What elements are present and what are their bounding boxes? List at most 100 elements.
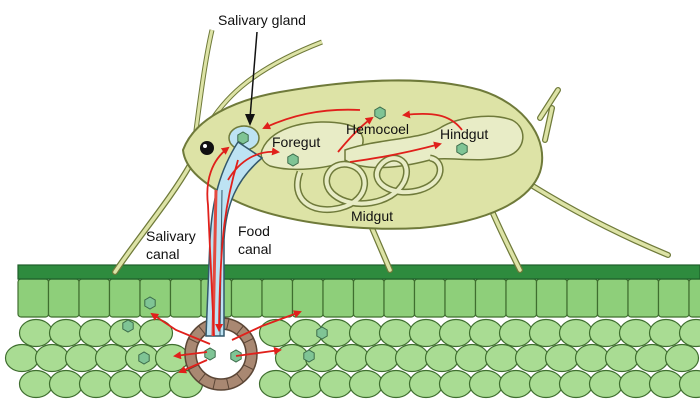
mesophyll-cell <box>530 320 563 347</box>
mesophyll-cell <box>440 320 473 347</box>
epidermis-cell <box>110 279 141 317</box>
mesophyll-cell <box>636 345 669 372</box>
virus-particle <box>238 132 248 144</box>
mesophyll-cell <box>410 371 443 398</box>
epidermis-cell <box>140 279 171 317</box>
mesophyll-cell-layer <box>6 320 700 398</box>
mesophyll-cell <box>560 371 593 398</box>
epidermis-cell <box>384 279 415 317</box>
mesophyll-cell <box>350 320 383 347</box>
mesophyll-cell <box>80 320 113 347</box>
epidermis-cell <box>537 279 568 317</box>
label-midgut: Midgut <box>351 208 393 224</box>
mesophyll-cell <box>156 345 189 372</box>
mesophyll-cell <box>426 345 459 372</box>
epidermis-cell <box>506 279 537 317</box>
mesophyll-cell <box>650 371 683 398</box>
label-food-canal-line2: canal <box>238 241 271 257</box>
virus-particle <box>317 327 327 339</box>
mesophyll-cell <box>440 371 473 398</box>
mesophyll-cell <box>66 345 99 372</box>
mesophyll-cell <box>470 371 503 398</box>
mesophyll-cell <box>366 345 399 372</box>
mesophyll-cell <box>650 320 683 347</box>
epidermis-cell <box>415 279 446 317</box>
virus-particle <box>457 143 467 155</box>
mesophyll-cell <box>546 345 579 372</box>
mesophyll-cell <box>620 320 653 347</box>
mesophyll-cell <box>576 345 609 372</box>
mesophyll-cell <box>80 371 113 398</box>
mesophyll-cell <box>606 345 639 372</box>
epidermis-cell <box>628 279 659 317</box>
label-salivary-gland: Salivary gland <box>218 12 306 28</box>
epidermis-cell <box>18 279 49 317</box>
virus-particle <box>123 320 133 332</box>
mesophyll-cell <box>96 345 129 372</box>
epidermis-cell <box>79 279 110 317</box>
epidermis-cell <box>659 279 690 317</box>
mesophyll-cell <box>620 371 653 398</box>
mesophyll-cell <box>336 345 369 372</box>
virus-particle <box>304 350 314 362</box>
mesophyll-cell <box>516 345 549 372</box>
epidermis-cell <box>293 279 324 317</box>
mesophyll-cell <box>500 320 533 347</box>
mesophyll-cell <box>380 371 413 398</box>
label-food-canal-line1: Food <box>238 223 270 239</box>
epidermis-cell <box>567 279 598 317</box>
epidermis-cell <box>598 279 629 317</box>
mesophyll-cell <box>260 320 293 347</box>
mesophyll-cell <box>560 320 593 347</box>
mesophyll-cell <box>350 371 383 398</box>
mesophyll-cell <box>456 345 489 372</box>
label-hemocoel: Hemocoel <box>346 121 409 137</box>
epidermis-cell <box>171 279 202 317</box>
virus-particle <box>375 107 385 119</box>
mesophyll-cell <box>6 345 39 372</box>
epidermis-cell <box>445 279 476 317</box>
mesophyll-cell <box>20 320 53 347</box>
mesophyll-cell <box>590 371 623 398</box>
virus-particle <box>145 297 155 309</box>
epidermis-cell <box>49 279 80 317</box>
mesophyll-cell <box>320 371 353 398</box>
label-salivary-canal-line2: canal <box>146 246 179 262</box>
mesophyll-cell <box>530 371 563 398</box>
mesophyll-cell <box>500 371 533 398</box>
aphid-eye <box>200 141 214 155</box>
virus-particle <box>205 348 215 360</box>
label-hindgut: Hindgut <box>440 126 488 142</box>
mesophyll-cell <box>50 371 83 398</box>
virus-particle <box>139 352 149 364</box>
mesophyll-cell <box>380 320 413 347</box>
epidermis-cell <box>689 279 700 317</box>
epidermis-cell <box>354 279 385 317</box>
mesophyll-cell <box>486 345 519 372</box>
mesophyll-cell <box>680 371 700 398</box>
mesophyll-cell <box>290 371 323 398</box>
virus-particle <box>288 154 298 166</box>
label-salivary-canal-line1: Salivary <box>146 228 196 244</box>
epidermis-cell <box>232 279 263 317</box>
mesophyll-cell <box>260 371 293 398</box>
epidermis-cell-layer <box>18 279 700 317</box>
epidermis-cell <box>262 279 293 317</box>
epidermis-cell <box>323 279 354 317</box>
mesophyll-cell <box>140 371 173 398</box>
mesophyll-cell <box>36 345 69 372</box>
mesophyll-cell <box>20 371 53 398</box>
label-foregut: Foregut <box>272 134 320 150</box>
mesophyll-cell <box>396 345 429 372</box>
mesophyll-cell <box>680 320 700 347</box>
plant-tissue <box>6 265 700 398</box>
mesophyll-cell <box>410 320 443 347</box>
mesophyll-cell <box>110 371 143 398</box>
mesophyll-cell <box>590 320 623 347</box>
mesophyll-cell <box>666 345 699 372</box>
epidermis-cell <box>476 279 507 317</box>
mesophyll-cell <box>470 320 503 347</box>
mesophyll-cell <box>50 320 83 347</box>
